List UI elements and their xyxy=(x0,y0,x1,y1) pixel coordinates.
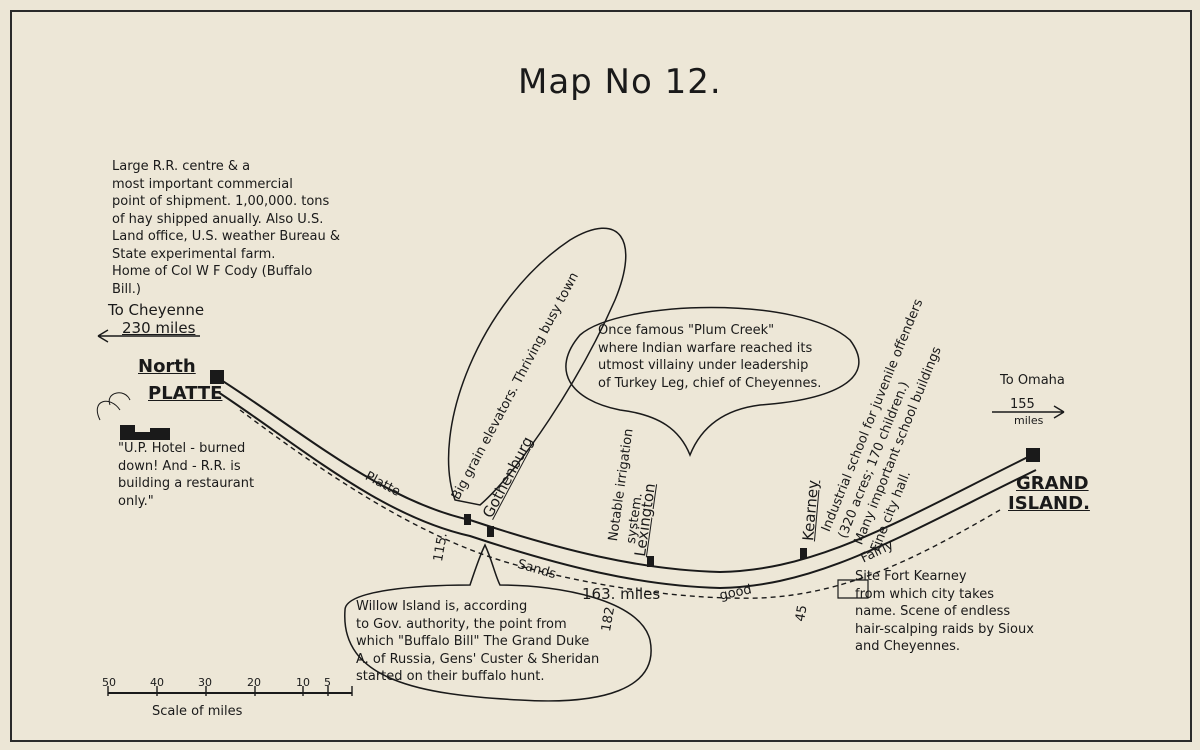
scale-tick-30: 30 xyxy=(198,676,212,689)
railroad-upper-line xyxy=(217,377,1033,574)
map-title: Map No 12. xyxy=(518,62,722,102)
railroad-lower-line xyxy=(217,391,1037,590)
north-platte-marker xyxy=(210,370,224,384)
to-cheyenne-label: To Cheyenne xyxy=(108,301,205,319)
mile-mark-3: 45 xyxy=(792,603,811,623)
grand-island-name-2: ISLAND. xyxy=(1008,493,1090,514)
scale-tick-50: 50 xyxy=(102,676,116,689)
willow-island-balloon xyxy=(344,543,652,702)
to-cheyenne-miles: 230 miles xyxy=(122,319,196,337)
fort-kearney-note: Site Fort Kearney from which city takes … xyxy=(855,569,1034,655)
north-platte-name-2: PLATTE xyxy=(148,383,223,404)
north-platte-name-1: North xyxy=(138,356,196,377)
scale-label: Scale of miles xyxy=(152,704,243,719)
distance-main: 163. miles xyxy=(582,585,661,603)
north-platte-note: Large R.R. centre & a most important com… xyxy=(112,159,341,297)
scale-tick-10: 10 xyxy=(296,676,310,689)
arrow-to-omaha xyxy=(992,405,1065,419)
arrow-to-cheyenne xyxy=(97,329,200,343)
plum-creek-balloon xyxy=(565,306,860,458)
gothenburg-balloon xyxy=(447,227,627,506)
plum-creek-note: Once famous "Plum Creek" where Indian wa… xyxy=(598,323,822,391)
lexington-marker xyxy=(647,556,654,567)
hotel-note: "U.P. Hotel - burned down! And - R.R. is… xyxy=(118,441,255,509)
scale-tick-40: 40 xyxy=(150,676,164,689)
kearney-marker xyxy=(800,548,807,559)
scale-tick-5: 5 xyxy=(324,676,331,689)
willow-island-note: Willow Island is, according to Gov. auth… xyxy=(356,599,600,685)
to-omaha-label: To Omaha xyxy=(1000,373,1065,388)
hotel-sketch xyxy=(120,425,170,440)
grand-island-name-1: GRAND xyxy=(1016,473,1089,494)
grand-island-marker xyxy=(1026,448,1040,462)
willow-island-marker xyxy=(487,526,494,537)
to-omaha-unit: miles xyxy=(1014,414,1044,427)
fort-kearney-box xyxy=(837,579,869,599)
to-omaha-miles: 155 xyxy=(1010,397,1035,412)
smoke-sketch xyxy=(97,392,131,421)
map-frame xyxy=(10,10,1192,742)
gothenburg-marker xyxy=(464,514,471,525)
scale-tick-20: 20 xyxy=(247,676,261,689)
river-line xyxy=(239,409,1001,599)
